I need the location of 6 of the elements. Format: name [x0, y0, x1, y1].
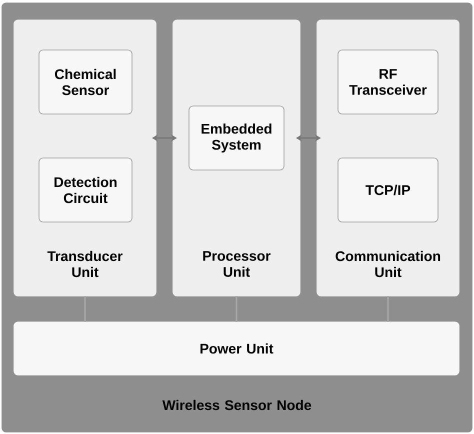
component-box: Detection Circuit — [38, 158, 132, 222]
component-box: RF Transceiver — [338, 50, 438, 114]
component-box: Embedded System — [188, 106, 284, 170]
component-box: TCP/IP — [338, 158, 438, 222]
power-unit-bar: Power Unit — [14, 322, 460, 376]
component-box: Chemical Sensor — [38, 50, 132, 114]
